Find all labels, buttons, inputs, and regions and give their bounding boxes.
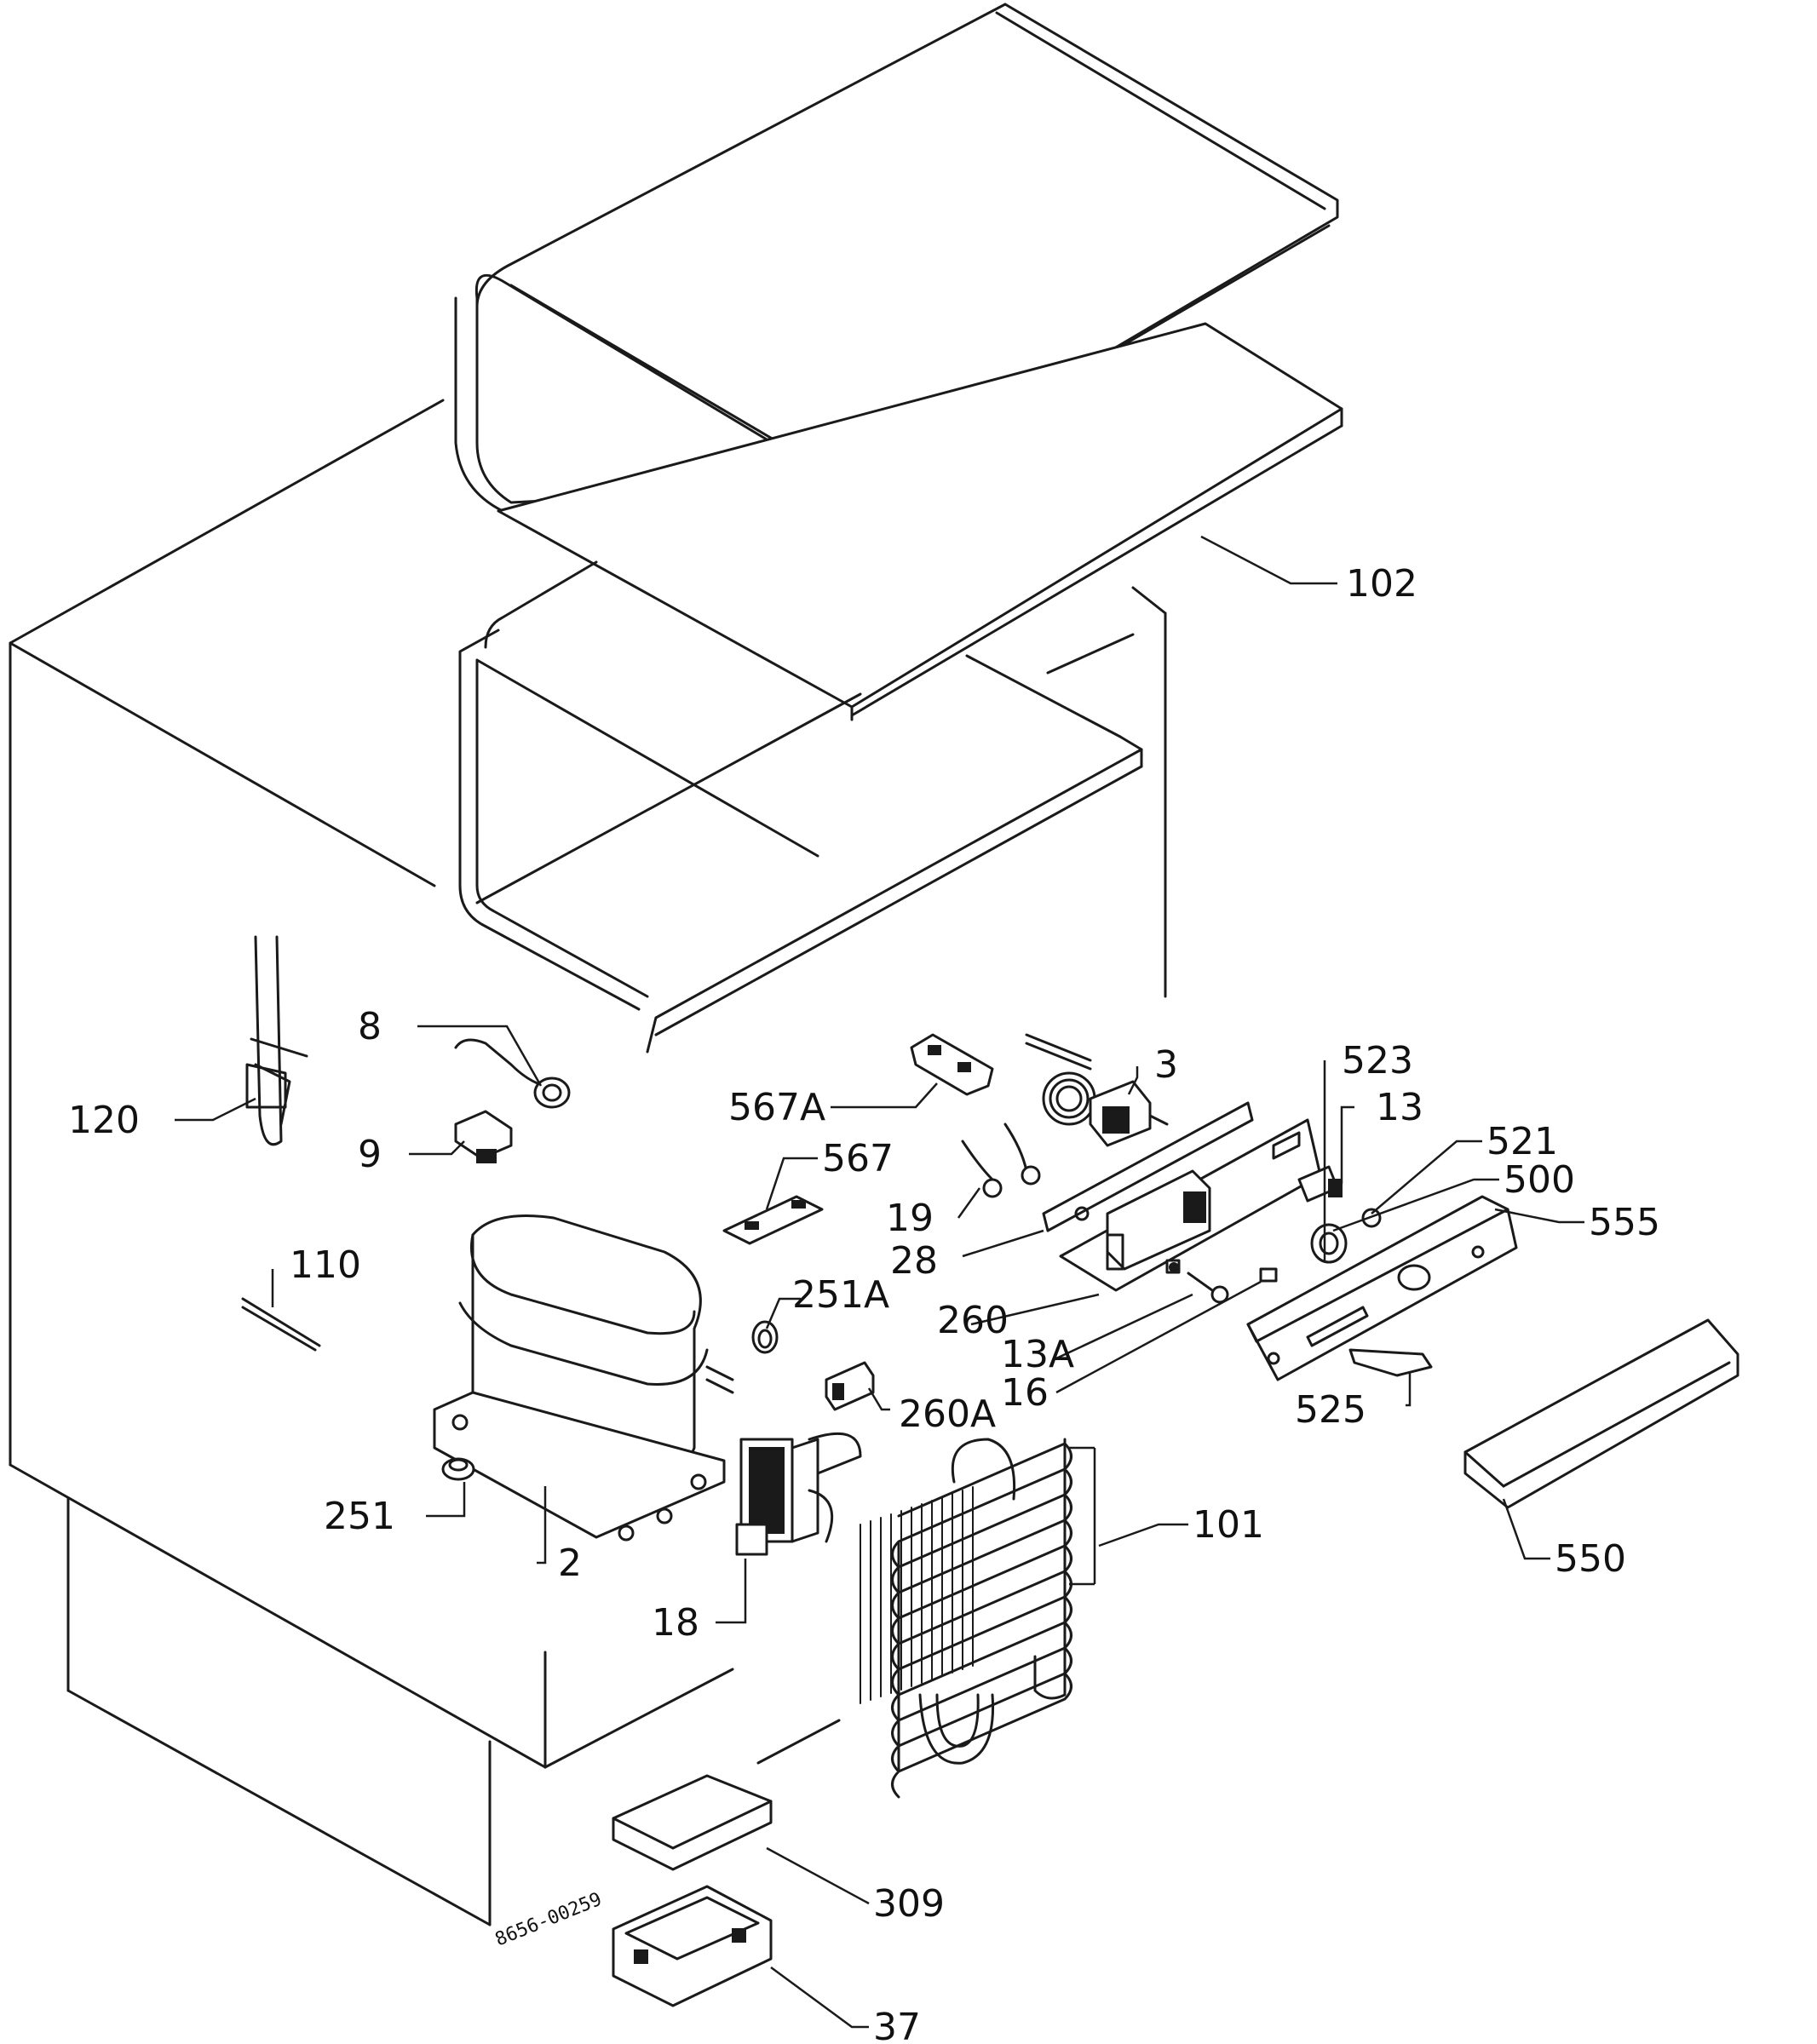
label-567a: 567A — [728, 1086, 825, 1129]
label-16: 16 — [1001, 1371, 1049, 1415]
part-525-clip — [1348, 1348, 1433, 1377]
part-2-compressor — [433, 1214, 734, 1542]
label-37: 37 — [873, 2006, 921, 2044]
label-101: 101 — [1193, 1503, 1264, 1547]
part-19-hooks — [961, 1122, 1041, 1198]
part-251-grommet — [441, 1457, 475, 1481]
label-567: 567 — [822, 1137, 894, 1180]
label-525: 525 — [1295, 1388, 1366, 1432]
label-13: 13 — [1376, 1086, 1423, 1129]
part-8-lamp-holder — [454, 1038, 571, 1109]
leader-lines — [175, 535, 1584, 2029]
label-251a: 251A — [792, 1273, 889, 1317]
part-251a-grommet — [751, 1320, 779, 1354]
label-260a: 260A — [899, 1392, 996, 1436]
part-3-thermostat — [1025, 1033, 1169, 1147]
part-37-cover — [612, 1885, 773, 2007]
label-260: 260 — [937, 1299, 1009, 1342]
label-550: 550 — [1555, 1537, 1626, 1581]
label-120: 120 — [68, 1099, 140, 1142]
part-18-fan-motor — [735, 1432, 862, 1556]
part-555-control-panel — [1246, 1195, 1518, 1381]
label-19: 19 — [886, 1197, 934, 1240]
part-567a-bracket — [910, 1033, 994, 1096]
label-8: 8 — [358, 1005, 382, 1048]
part-521-nut — [1361, 1208, 1382, 1228]
part-567-plate — [722, 1195, 824, 1245]
label-110: 110 — [290, 1243, 361, 1287]
part-309-box — [612, 1774, 773, 1871]
callout-labels: 102 8 120 9 3 567A 523 13 521 500 555 56… — [68, 562, 1660, 2044]
part-102-shelf-plate — [497, 322, 1343, 721]
part-13-knob — [1297, 1165, 1343, 1203]
label-28: 28 — [890, 1239, 938, 1283]
label-521: 521 — [1486, 1120, 1558, 1163]
label-102: 102 — [1346, 562, 1417, 606]
label-555: 555 — [1589, 1201, 1660, 1244]
part-101-condenser — [860, 1438, 1072, 1799]
part-260-spring — [1169, 1262, 1179, 1272]
drawing-code: 8656-00259 — [492, 1889, 605, 1951]
inner-compartment-frame — [458, 560, 1143, 1054]
label-309: 309 — [873, 1882, 945, 1926]
label-2: 2 — [558, 1542, 582, 1585]
part-550-trim — [1463, 1318, 1739, 1509]
label-251: 251 — [324, 1495, 395, 1538]
part-9-switch — [454, 1110, 513, 1163]
part-523-bracket — [1059, 1118, 1322, 1292]
part-260a-clip — [825, 1361, 875, 1411]
part-16-nut — [1165, 1259, 1278, 1283]
part-120-lamp-wire — [245, 935, 308, 1146]
label-3: 3 — [1154, 1043, 1178, 1087]
cabinet-body — [9, 399, 1167, 1926]
label-500: 500 — [1504, 1158, 1575, 1202]
label-18: 18 — [652, 1601, 699, 1645]
label-9: 9 — [358, 1133, 382, 1176]
part-110-strip — [241, 1297, 321, 1352]
label-13a: 13A — [1001, 1333, 1074, 1376]
part-13a-screw — [1187, 1272, 1229, 1304]
label-523: 523 — [1342, 1039, 1413, 1082]
part-28-mounting-rail — [1042, 1101, 1254, 1232]
part-500-lamp-socket — [1310, 1223, 1348, 1264]
